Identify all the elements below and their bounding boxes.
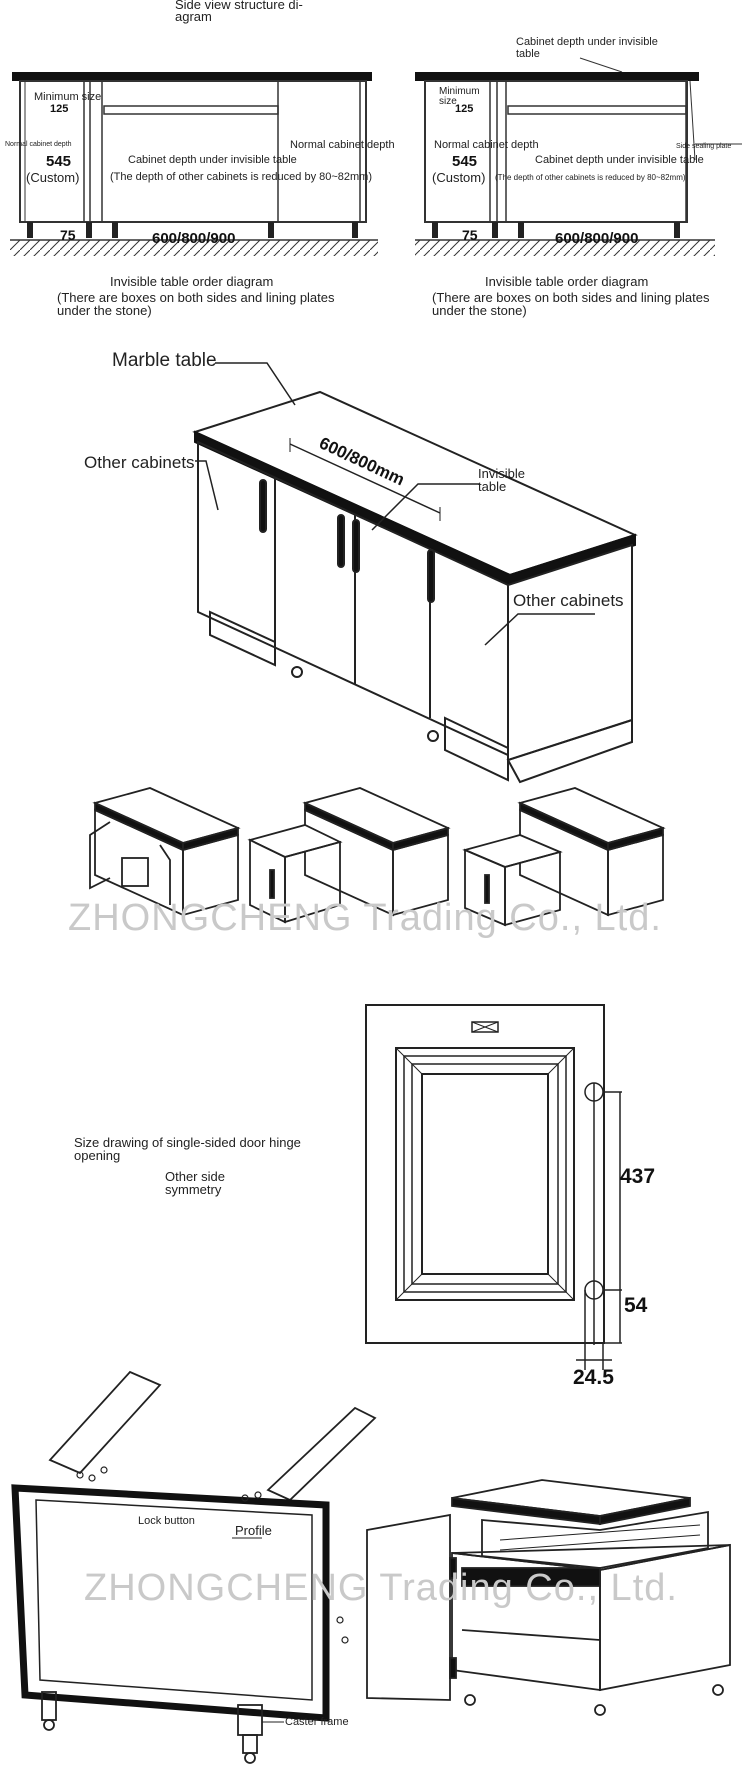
watermark-top: ZHONGCHENG Trading Co., Ltd. [68,897,662,939]
left-countertop [12,72,372,81]
right-top-label: Cabinet depth under invisible table [516,36,661,60]
right-width-75: 75 [462,227,478,243]
frame-caster-frame: Caster frame [285,1716,349,1728]
open-cabinet [366,1479,731,1716]
left-min-size-label: Minimum size [34,91,101,103]
right-side-sealing: Side sealing plate [676,143,731,150]
iso-other-cabinets-left: Other cabinets [84,453,195,472]
frame-assembly [11,1370,377,1764]
stage-2-pulling [247,787,451,924]
hinge-dim-437: 437 [620,1165,655,1188]
left-floor-hatch [10,240,378,256]
header-title: Side view structure di- agram [175,0,307,24]
hinge-symmetry: Other side symmetry [165,1169,229,1197]
left-custom: (Custom) [26,170,79,185]
iso-marble-table: Marble table [112,350,217,371]
right-drawer-rail [507,105,687,115]
left-note: (There are boxes on both sides and linin… [57,290,338,318]
hinge-title: Size drawing of single-sided door hinge … [74,1135,305,1163]
left-normal-depth-small: Normal cabinet depth [5,141,72,148]
left-under-table: Cabinet depth under invisible table [128,154,297,166]
right-widths: 600/800/900 [555,230,638,247]
left-min-size-value: 125 [50,103,68,115]
header-title-line1: Side view structure di- [175,0,303,12]
right-under-table: Cabinet depth under invisible table [535,154,704,166]
right-depth-value: 545 [452,153,477,170]
stage-1-closed [89,787,241,917]
left-normal-depth-right: Normal cabinet depth [290,139,395,151]
opening-stages [89,787,666,927]
frame-lock-button: Lock button [138,1515,195,1527]
right-side-view: Cabinet depth under invisible table Mini… [415,36,742,318]
hinge-door-drawing [365,1004,622,1370]
hinge-dim-24-5: 24.5 [573,1366,614,1389]
right-custom: (Custom) [432,170,485,185]
left-depth-value: 545 [46,153,71,170]
frame-profile: Profile [235,1523,272,1538]
right-cabinet-body [424,80,688,223]
left-side-view: Minimum size 125 Normal cabinet depth No… [5,72,395,318]
left-cabinet-body [19,80,367,223]
hinge-dim-54: 54 [624,1294,648,1317]
left-caption: Invisible table order diagram [110,274,273,289]
hinge-door-outer [365,1004,605,1344]
left-widths: 600/800/900 [152,230,235,247]
iso-invisible-table: Invisible table [478,466,529,494]
watermark-bottom: ZHONGCHENG Trading Co., Ltd. [84,1567,678,1609]
right-countertop [415,72,699,81]
stage-3-open [462,787,666,927]
iso-other-cabinets-right: Other cabinets [513,591,624,610]
right-floor-hatch [415,240,715,256]
left-reduced: (The depth of other cabinets is reduced … [110,171,372,183]
header-title-line2: agram [175,9,212,24]
isometric-cabinet [192,362,638,784]
right-note: (There are boxes on both sides and linin… [432,290,713,318]
right-normal-depth: Normal cabinet depth [434,139,539,151]
left-width-75: 75 [60,227,76,243]
right-reduced: (The depth of other cabinets is reduced … [495,173,686,182]
right-caption: Invisible table order diagram [485,274,648,289]
left-drawer-rail [103,105,279,115]
right-min-size-value: 125 [455,103,473,115]
right-min-size-label: Minimum size [439,86,482,107]
